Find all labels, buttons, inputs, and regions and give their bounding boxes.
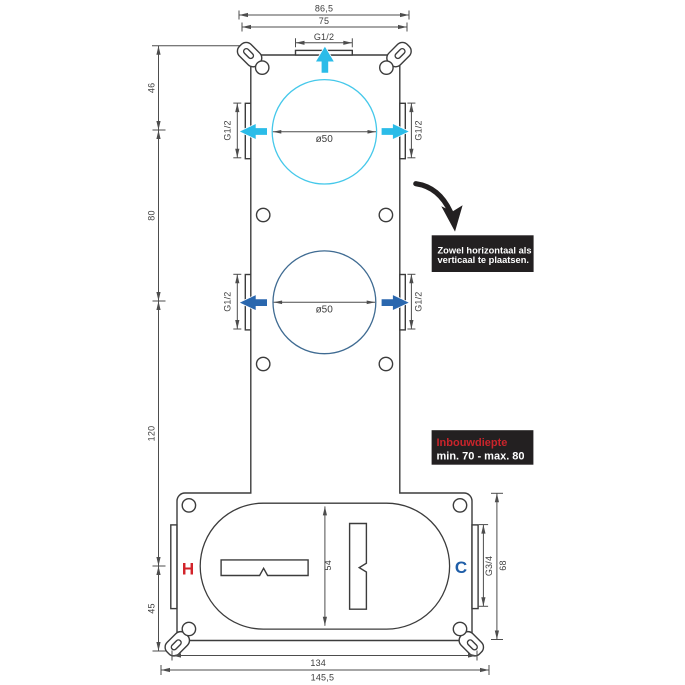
svg-text:verticaal te plaatsen.: verticaal te plaatsen.	[438, 255, 529, 265]
svg-text:54: 54	[323, 560, 333, 570]
svg-text:80: 80	[147, 210, 157, 220]
svg-text:G1/2: G1/2	[414, 291, 424, 311]
svg-text:46: 46	[147, 83, 157, 93]
svg-text:120: 120	[147, 426, 157, 442]
svg-text:134: 134	[310, 658, 326, 668]
svg-text:86,5: 86,5	[315, 4, 333, 14]
svg-text:H: H	[182, 559, 194, 578]
svg-text:G1/2: G1/2	[414, 120, 424, 140]
svg-text:Zowel horizontaal als: Zowel horizontaal als	[438, 245, 532, 255]
svg-text:ø50: ø50	[316, 305, 334, 316]
svg-text:G3/4: G3/4	[484, 556, 494, 576]
svg-text:G1/2: G1/2	[314, 32, 334, 42]
svg-text:145,5: 145,5	[311, 673, 335, 683]
svg-text:75: 75	[319, 16, 329, 26]
svg-text:45: 45	[147, 603, 157, 613]
svg-text:C: C	[455, 558, 467, 577]
svg-text:G1/2: G1/2	[223, 291, 233, 311]
svg-text:G1/2: G1/2	[223, 120, 233, 140]
svg-text:Inbouwdiepte: Inbouwdiepte	[437, 437, 508, 449]
svg-text:min. 70 - max. 80: min. 70 - max. 80	[437, 450, 525, 462]
svg-text:ø50: ø50	[316, 134, 334, 145]
svg-text:68: 68	[498, 560, 508, 570]
